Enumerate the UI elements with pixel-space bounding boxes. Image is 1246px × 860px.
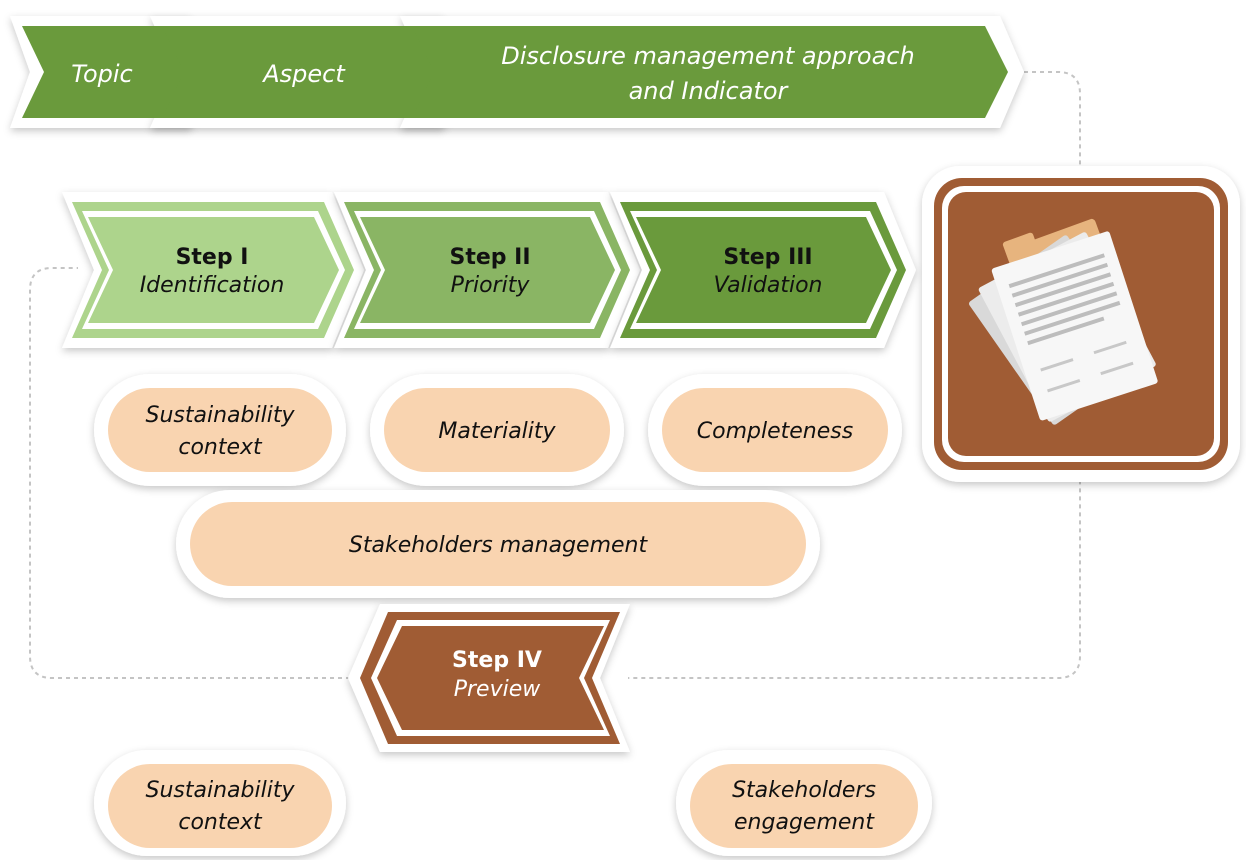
pill-completeness: Completeness <box>648 374 902 486</box>
bottom-sustainability-line1: Sustainability <box>146 778 296 803</box>
process-loop-right <box>628 71 1081 679</box>
step-4-preview: Step IV Preview <box>348 604 630 752</box>
step-1-subtitle: Identification <box>140 273 285 298</box>
pill-materiality-label: Materiality <box>438 419 556 444</box>
step-2-title: Step II <box>449 245 530 270</box>
bottom-pill-stakeholders-engagement: Stakeholders engagement <box>676 750 932 856</box>
disclosure-label-line1: Disclosure management approach <box>501 42 914 70</box>
step-1-identification: Step I Identification <box>62 192 364 348</box>
disclosure-chevron <box>412 26 1008 118</box>
pill-stakeholders-management-label: Stakeholders management <box>349 533 649 558</box>
bottom-stakeholders-line1: Stakeholders <box>732 778 876 803</box>
step-3-title: Step III <box>723 245 812 270</box>
topic-label: Topic <box>71 60 132 88</box>
step-2-priority: Step II Priority <box>334 192 640 348</box>
pill-completeness-label: Completeness <box>697 419 853 444</box>
step-4-subtitle: Preview <box>454 677 542 702</box>
pill-stakeholders-management: Stakeholders management <box>176 490 820 598</box>
pill-sustainability-context: Sustainability context <box>94 374 346 486</box>
disclosure-label-line2: and Indicator <box>629 77 790 105</box>
pill-sustainability-line2: context <box>178 435 263 460</box>
step-3-validation: Step III Validation <box>610 192 916 348</box>
aspect-label: Aspect <box>261 60 346 88</box>
step-2-subtitle: Priority <box>451 273 531 298</box>
step-3-subtitle: Validation <box>714 273 823 298</box>
top-chevron-bar: Topic Aspect Disclosure management appro… <box>10 16 1024 128</box>
bottom-stakeholders-line2: engagement <box>734 810 875 835</box>
step-1-title: Step I <box>176 245 249 270</box>
bottom-pill-sustainability-context: Sustainability context <box>94 750 346 856</box>
pill-materiality: Materiality <box>370 374 624 486</box>
bottom-sustainability-line2: context <box>178 810 263 835</box>
process-loop-left <box>29 267 350 679</box>
documents-icon <box>969 218 1158 425</box>
pill-sustainability-line1: Sustainability <box>146 403 296 428</box>
topic-chevron <box>22 26 198 118</box>
aspect-chevron <box>162 26 451 118</box>
report-tile <box>922 166 1240 482</box>
step-4-title: Step IV <box>452 648 542 673</box>
